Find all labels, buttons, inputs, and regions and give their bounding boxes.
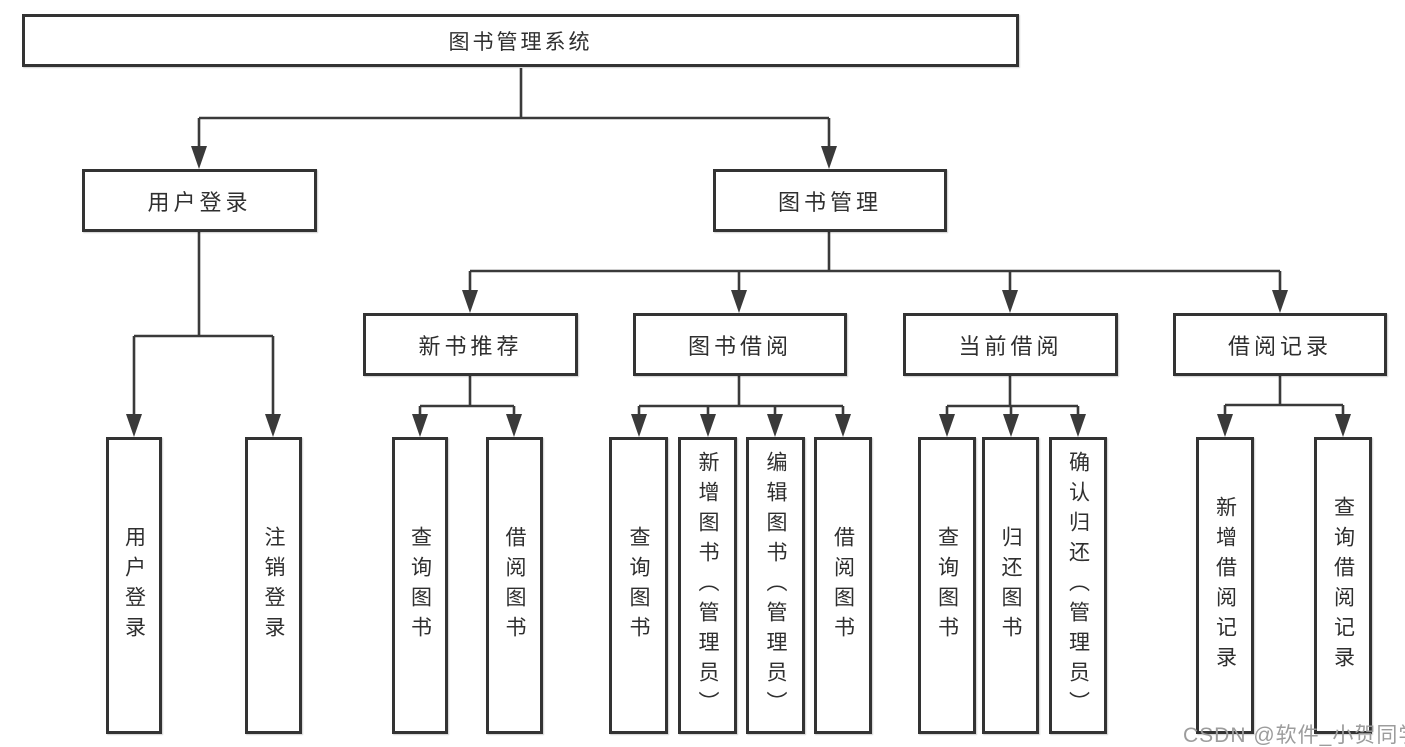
arrow-down-icon <box>767 414 783 437</box>
node-leaf-user-login: 用户登录 <box>106 437 162 734</box>
arrow-down-icon <box>462 290 478 313</box>
leaf-label: 借阅图书 <box>831 525 855 646</box>
leaf-label: 编辑图书（管理员） <box>764 450 787 721</box>
leaf-label: 借阅图书 <box>503 525 526 646</box>
csdn-watermark: CSDN @软件_小贺同学 <box>1183 724 1405 747</box>
connector-userlogin-to-children <box>132 232 275 418</box>
arrow-down-icon <box>821 146 837 169</box>
connector-root-to-level2 <box>197 68 831 150</box>
node-library-management-system: 图书管理系统 <box>22 14 1019 67</box>
connector-newbooks-to-children <box>418 376 516 420</box>
leaf-label: 查询图书 <box>627 525 650 646</box>
arrow-down-icon <box>731 290 747 313</box>
arrow-down-icon <box>191 146 207 169</box>
node-borrowing-records: 借阅记录 <box>1173 313 1387 376</box>
node-book-management-module: 图书管理 <box>713 169 947 232</box>
node-leaf-add-books-admin: 新增图书（管理员） <box>678 437 737 734</box>
leaf-label: 新增图书（管理员） <box>696 450 719 721</box>
arrow-down-icon <box>1272 290 1288 313</box>
arrow-down-icon <box>506 414 522 437</box>
arrowheads <box>126 146 1351 437</box>
arrow-down-icon <box>1002 290 1018 313</box>
node-new-book-recommend: 新书推荐 <box>363 313 578 376</box>
arrow-down-icon <box>126 414 142 437</box>
arrow-down-icon <box>1217 414 1233 437</box>
node-leaf-query-books-recommend: 查询图书 <box>392 437 448 734</box>
node-user-login-module: 用户登录 <box>82 169 317 232</box>
leaf-label: 查询图书 <box>935 525 959 646</box>
arrow-down-icon <box>265 414 281 437</box>
arrow-down-icon <box>835 414 851 437</box>
node-leaf-edit-books-admin: 编辑图书（管理员） <box>746 437 805 734</box>
node-leaf-borrow-books: 借阅图书 <box>814 437 872 734</box>
connector-bookborrow-to-children <box>637 376 845 420</box>
leaf-label: 注销登录 <box>262 525 285 646</box>
leaf-label: 查询图书 <box>408 525 432 646</box>
arrow-down-icon <box>412 414 428 437</box>
node-leaf-add-borrow-record: 新增借阅记录 <box>1196 437 1254 734</box>
node-leaf-logout: 注销登录 <box>245 437 302 734</box>
leaf-label: 用户登录 <box>122 525 146 646</box>
leaf-label: 新增借阅记录 <box>1213 495 1237 676</box>
arrow-down-icon <box>939 414 955 437</box>
leaf-label: 确认归还（管理员） <box>1066 450 1090 721</box>
node-leaf-confirm-return-admin: 确认归还（管理员） <box>1049 437 1107 734</box>
node-leaf-query-borrow-record: 查询借阅记录 <box>1314 437 1372 734</box>
arrow-down-icon <box>700 414 716 437</box>
node-book-borrowing: 图书借阅 <box>633 313 847 376</box>
connector-records-to-children <box>1223 376 1345 420</box>
leaf-label: 查询借阅记录 <box>1331 495 1355 676</box>
node-current-borrowing: 当前借阅 <box>903 313 1118 376</box>
node-leaf-query-books-current: 查询图书 <box>918 437 976 734</box>
connector-bookmgmt-to-level3 <box>468 232 1282 294</box>
connector-currentborrow-to-children <box>945 376 1080 420</box>
arrow-down-icon <box>1070 414 1086 437</box>
node-leaf-borrow-books-recommend: 借阅图书 <box>486 437 543 734</box>
leaf-label: 归还图书 <box>999 525 1022 646</box>
node-leaf-return-books: 归还图书 <box>982 437 1039 734</box>
arrow-down-icon <box>631 414 647 437</box>
node-leaf-query-books-borrowing: 查询图书 <box>609 437 668 734</box>
arrow-down-icon <box>1003 414 1019 437</box>
arrow-down-icon <box>1335 414 1351 437</box>
